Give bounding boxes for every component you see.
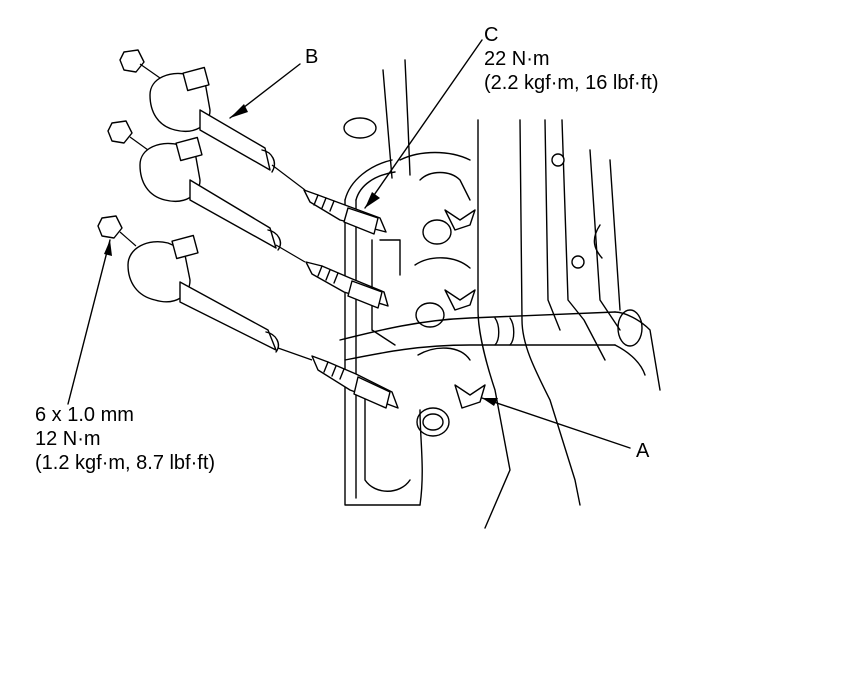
bolt-torque-alt-label: (1.2 kgf·m, 8.7 lbf·ft) bbox=[35, 452, 216, 474]
alignment-lines bbox=[119, 63, 313, 361]
callout-c-label: C bbox=[484, 24, 499, 46]
bolt-torque-label: 12 N·m bbox=[35, 428, 101, 450]
engine-head bbox=[343, 59, 471, 506]
head-details bbox=[414, 171, 486, 437]
bolt-size-label: 6 x 1.0 mm bbox=[35, 404, 134, 426]
ignition-coil-lower bbox=[127, 234, 280, 353]
spark-plug-lower bbox=[311, 355, 399, 409]
spark-plug-middle bbox=[305, 261, 389, 309]
intake-pipes bbox=[339, 119, 661, 529]
callout-a-label: A bbox=[636, 440, 650, 462]
coil-bolts bbox=[97, 49, 145, 239]
ignition-coil-middle bbox=[139, 136, 282, 251]
ignition-coil-upper bbox=[149, 66, 276, 173]
callout-b-label: B bbox=[305, 46, 319, 68]
arrow-b bbox=[230, 104, 248, 118]
callout-c-torque: 22 N·m bbox=[484, 48, 550, 70]
arrow-bolt bbox=[104, 240, 112, 256]
spark-plug-upper bbox=[303, 189, 387, 235]
arrow-c bbox=[365, 192, 380, 208]
callout-c-torque-alt: (2.2 kgf·m, 16 lbf·ft) bbox=[484, 72, 659, 94]
leader-lines bbox=[67, 39, 631, 449]
arrow-a bbox=[482, 398, 498, 406]
